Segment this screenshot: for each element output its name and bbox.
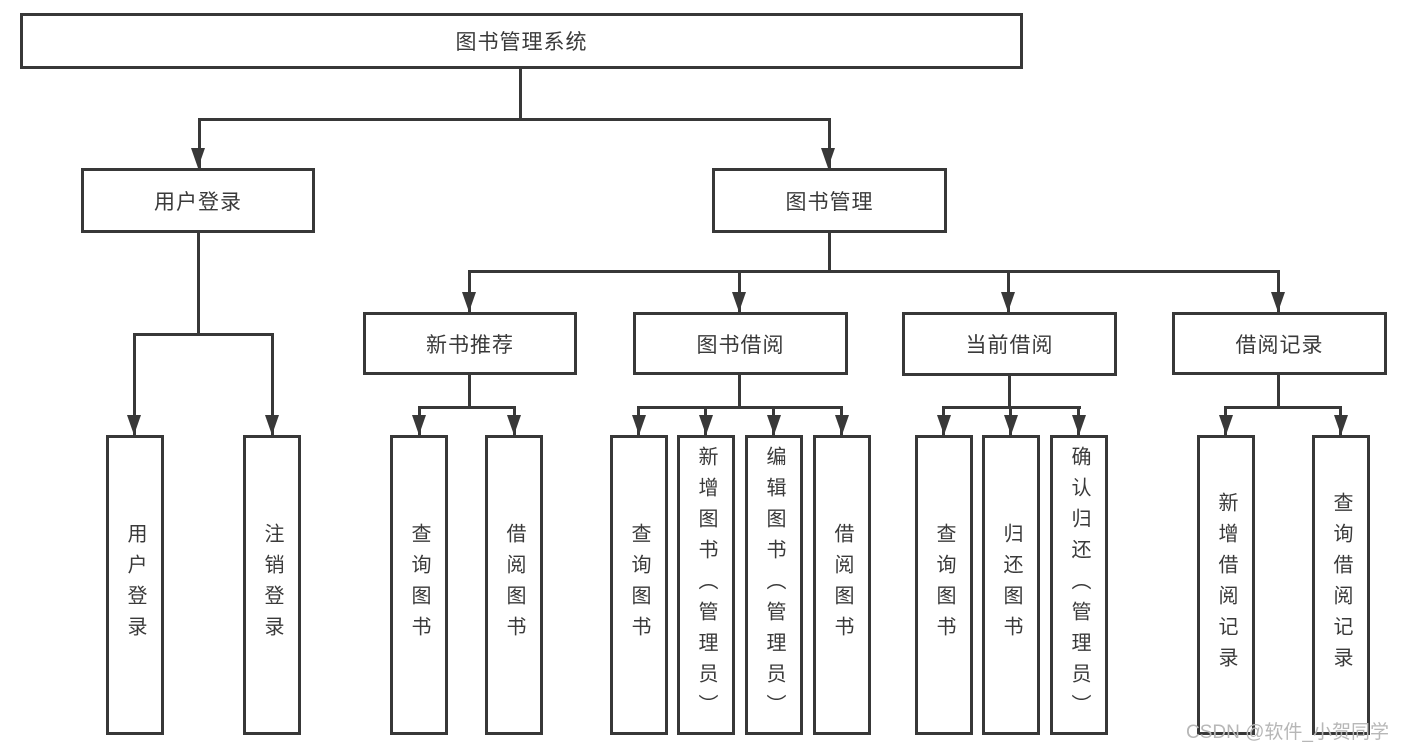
leaf-search-books-borrow: 查询图书: [610, 435, 668, 735]
leaf-logout: 注销登录: [243, 435, 301, 735]
connector-line: [468, 270, 1280, 273]
connector-line: [828, 233, 831, 273]
connector-line: [637, 406, 843, 409]
arrow-down-icon: [1219, 415, 1233, 435]
arrow-down-icon: [462, 292, 476, 312]
node-user-login: 用户登录: [81, 168, 315, 233]
leaf-borrow-books-recommend-label: 借阅图书: [503, 523, 525, 647]
leaf-return-book-label: 归还图书: [1000, 523, 1022, 647]
arrow-down-icon: [937, 415, 951, 435]
arrow-down-icon: [1001, 292, 1015, 312]
arrow-down-icon: [1334, 415, 1348, 435]
connector-line: [468, 270, 471, 312]
connector-line: [133, 333, 136, 435]
arrow-down-icon: [1271, 292, 1285, 312]
arrow-down-icon: [191, 148, 205, 168]
leaf-return-book: 归还图书: [982, 435, 1040, 735]
node-book-management: 图书管理: [712, 168, 947, 233]
leaf-search-books-recommend: 查询图书: [390, 435, 448, 735]
connector-line: [198, 118, 201, 168]
leaf-borrow-books: 借阅图书: [813, 435, 871, 735]
leaf-add-book-admin: 新增图书（管理员）: [677, 435, 735, 735]
node-book-borrow: 图书借阅: [633, 312, 848, 375]
connector-line: [1277, 375, 1280, 409]
arrow-down-icon: [767, 415, 781, 435]
leaf-add-book-admin-label: 新增图书（管理员）: [695, 445, 717, 725]
connector-line: [738, 270, 741, 312]
arrow-down-icon: [632, 415, 646, 435]
connector-line: [1008, 376, 1011, 409]
connector-line: [828, 118, 831, 168]
node-borrow-records: 借阅记录: [1172, 312, 1387, 375]
connector-line: [271, 333, 274, 435]
connector-line: [133, 333, 274, 336]
connector-line: [519, 69, 522, 120]
leaf-user-login: 用户登录: [106, 435, 164, 735]
arrow-down-icon: [1072, 415, 1086, 435]
arrow-down-icon: [699, 415, 713, 435]
leaf-confirm-return-admin: 确认归还（管理员）: [1050, 435, 1108, 735]
connector-line: [418, 406, 516, 409]
node-root-library-system: 图书管理系统: [20, 13, 1023, 69]
node-new-book-recommend: 新书推荐: [363, 312, 577, 375]
leaf-search-borrow-record: 查询借阅记录: [1312, 435, 1370, 735]
leaf-borrow-books-label: 借阅图书: [831, 523, 853, 647]
connector-line: [738, 375, 741, 409]
leaf-add-borrow-record-label: 新增借阅记录: [1215, 492, 1237, 678]
leaf-add-borrow-record: 新增借阅记录: [1197, 435, 1255, 735]
arrow-down-icon: [732, 292, 746, 312]
leaf-confirm-return-admin-label: 确认归还（管理员）: [1068, 445, 1090, 725]
arrow-down-icon: [1004, 415, 1018, 435]
leaf-borrow-books-recommend: 借阅图书: [485, 435, 543, 735]
csdn-watermark: CSDN @软件_小贺同学: [1186, 722, 1389, 743]
leaf-search-books-current: 查询图书: [915, 435, 973, 735]
connector-line: [1224, 406, 1342, 409]
leaf-search-books-borrow-label: 查询图书: [628, 523, 650, 647]
arrow-down-icon: [127, 415, 141, 435]
arrow-down-icon: [821, 148, 835, 168]
leaf-user-login-label: 用户登录: [124, 523, 146, 647]
connector-line: [197, 232, 200, 336]
leaf-logout-label: 注销登录: [261, 523, 283, 647]
connector-line: [198, 118, 831, 121]
arrow-down-icon: [835, 415, 849, 435]
leaf-edit-book-admin-label: 编辑图书（管理员）: [763, 445, 785, 725]
arrow-down-icon: [265, 415, 279, 435]
arrow-down-icon: [507, 415, 521, 435]
leaf-edit-book-admin: 编辑图书（管理员）: [745, 435, 803, 735]
leaf-search-books-current-label: 查询图书: [933, 523, 955, 647]
leaf-search-borrow-record-label: 查询借阅记录: [1330, 492, 1352, 678]
connector-line: [468, 375, 471, 409]
connector-line: [1007, 270, 1010, 312]
connector-line: [1277, 270, 1280, 312]
node-current-borrow: 当前借阅: [902, 312, 1117, 376]
arrow-down-icon: [412, 415, 426, 435]
leaf-search-books-recommend-label: 查询图书: [408, 523, 430, 647]
